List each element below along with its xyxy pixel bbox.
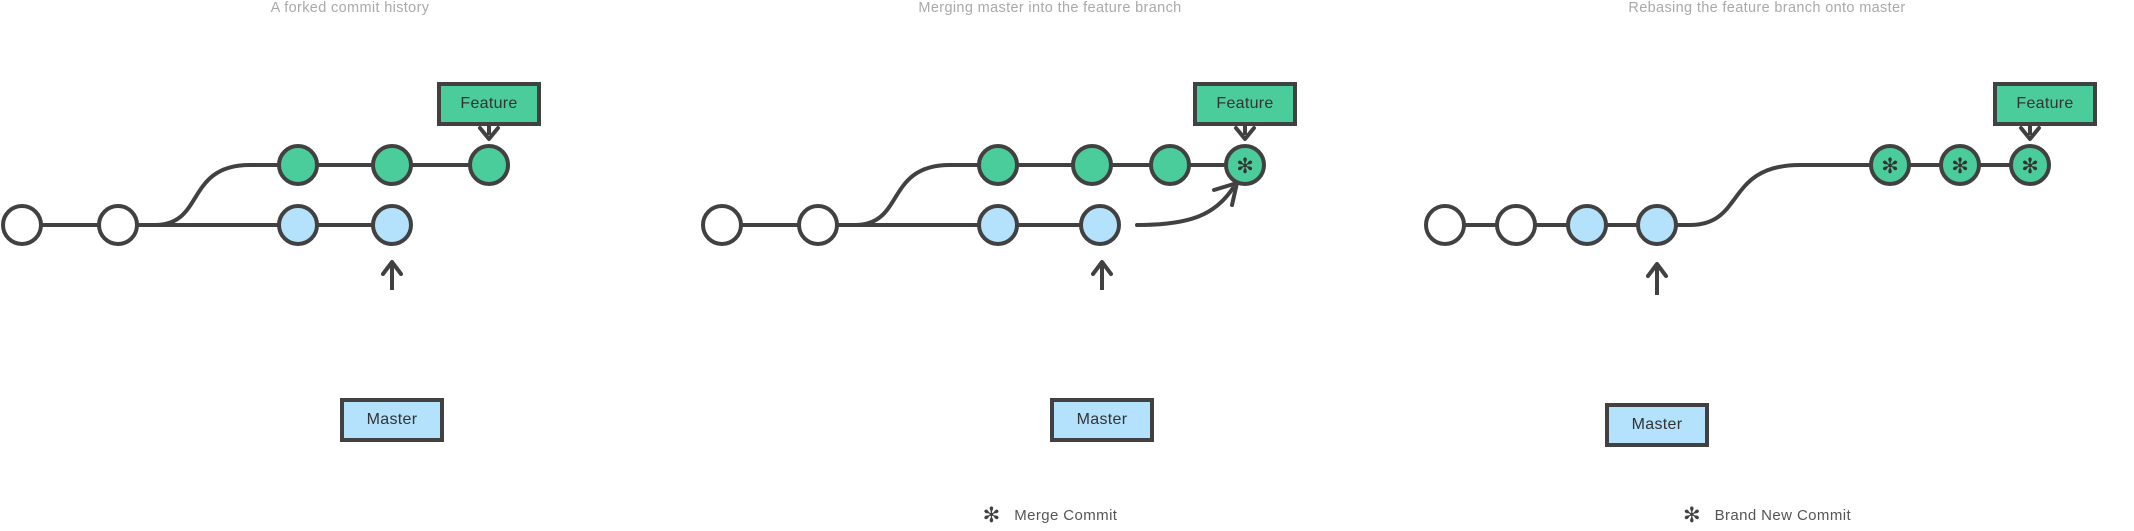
rebased-commit-1[interactable] [1869,144,1911,186]
master-commit-2[interactable] [1636,204,1678,246]
brand-new-commit-asterisk-icon: ✻ [1951,154,1969,178]
commit-graph: ✻ ✻ ✻ [1424,112,2051,295]
panel-rebasing: Rebasing the feature branch onto master … [1400,0,2134,531]
fork-curve [153,163,300,227]
brand-new-commit-asterisk-icon: ✻ [1682,503,1701,527]
feature-branch-tag-label: Feature [2016,95,2074,112]
root-commit-2[interactable] [1495,204,1537,246]
merge-commit[interactable] [1224,144,1266,186]
panel-forked-history: A forked commit history [0,0,700,531]
rebased-commit-3[interactable] [2009,144,2051,186]
root-commit-1[interactable] [701,204,743,246]
merge-commit-asterisk-icon: ✻ [1236,154,1254,178]
panel-caption: A forked commit history [270,0,430,16]
master-branch-tag-label: Master [1631,416,1683,433]
rebase-curve [1688,163,1892,227]
feature-commit-1[interactable] [977,144,1019,186]
merge-arrow-icon [1135,181,1239,227]
legend-label: Merge Commit [1014,507,1118,524]
legend-merge-commit: ✻ Merge Commit [700,500,1400,531]
brand-new-commit-asterisk-icon: ✻ [2021,154,2039,178]
feature-commit-2[interactable] [1071,144,1113,186]
master-branch-tag[interactable]: Master [340,398,444,442]
root-commit-2[interactable] [797,204,839,246]
commit-graph: ✻ [701,112,1266,290]
feature-branch-tag[interactable]: Feature [1193,82,1297,126]
feature-commit-1[interactable] [277,144,319,186]
root-commit-2[interactable] [97,204,139,246]
feature-branch-tag[interactable]: Feature [437,82,541,126]
feature-branch-tag[interactable]: Feature [1993,82,2097,126]
master-commit-2[interactable] [371,204,413,246]
feature-commit-2[interactable] [371,144,413,186]
commit-graph [1,112,510,290]
master-commit-1[interactable] [277,204,319,246]
merge-commit-asterisk-icon: ✻ [982,503,1001,527]
feature-branch-tag-label: Feature [460,95,518,112]
root-commit-1[interactable] [1424,204,1466,246]
master-tag-arrow-icon [1646,262,1668,295]
brand-new-commit-asterisk-icon: ✻ [1881,154,1899,178]
master-branch-tag-label: Master [1076,411,1128,428]
master-branch-tag[interactable]: Master [1605,403,1709,447]
legend-brand-new-commit: ✻ Brand New Commit [1400,500,2134,531]
panel-merging: Merging master into the feature branch ✻ [700,0,1400,531]
master-branch-tag-label: Master [366,411,418,428]
master-tag-arrow-icon [381,260,403,290]
master-commit-1[interactable] [977,204,1019,246]
feature-commit-3[interactable] [1149,144,1191,186]
panel-caption: Rebasing the feature branch onto master [1628,0,1906,16]
master-commit-1[interactable] [1566,204,1608,246]
legend-label: Brand New Commit [1714,507,1852,524]
feature-commit-3[interactable] [468,144,510,186]
rebased-commit-2[interactable] [1939,144,1981,186]
root-commit-1[interactable] [1,204,43,246]
panel-caption: Merging master into the feature branch [918,0,1182,16]
master-commit-2[interactable] [1079,204,1121,246]
feature-branch-tag-label: Feature [1216,95,1274,112]
master-branch-tag[interactable]: Master [1050,398,1154,442]
master-tag-arrow-icon [1091,260,1113,290]
fork-curve [853,163,1000,227]
